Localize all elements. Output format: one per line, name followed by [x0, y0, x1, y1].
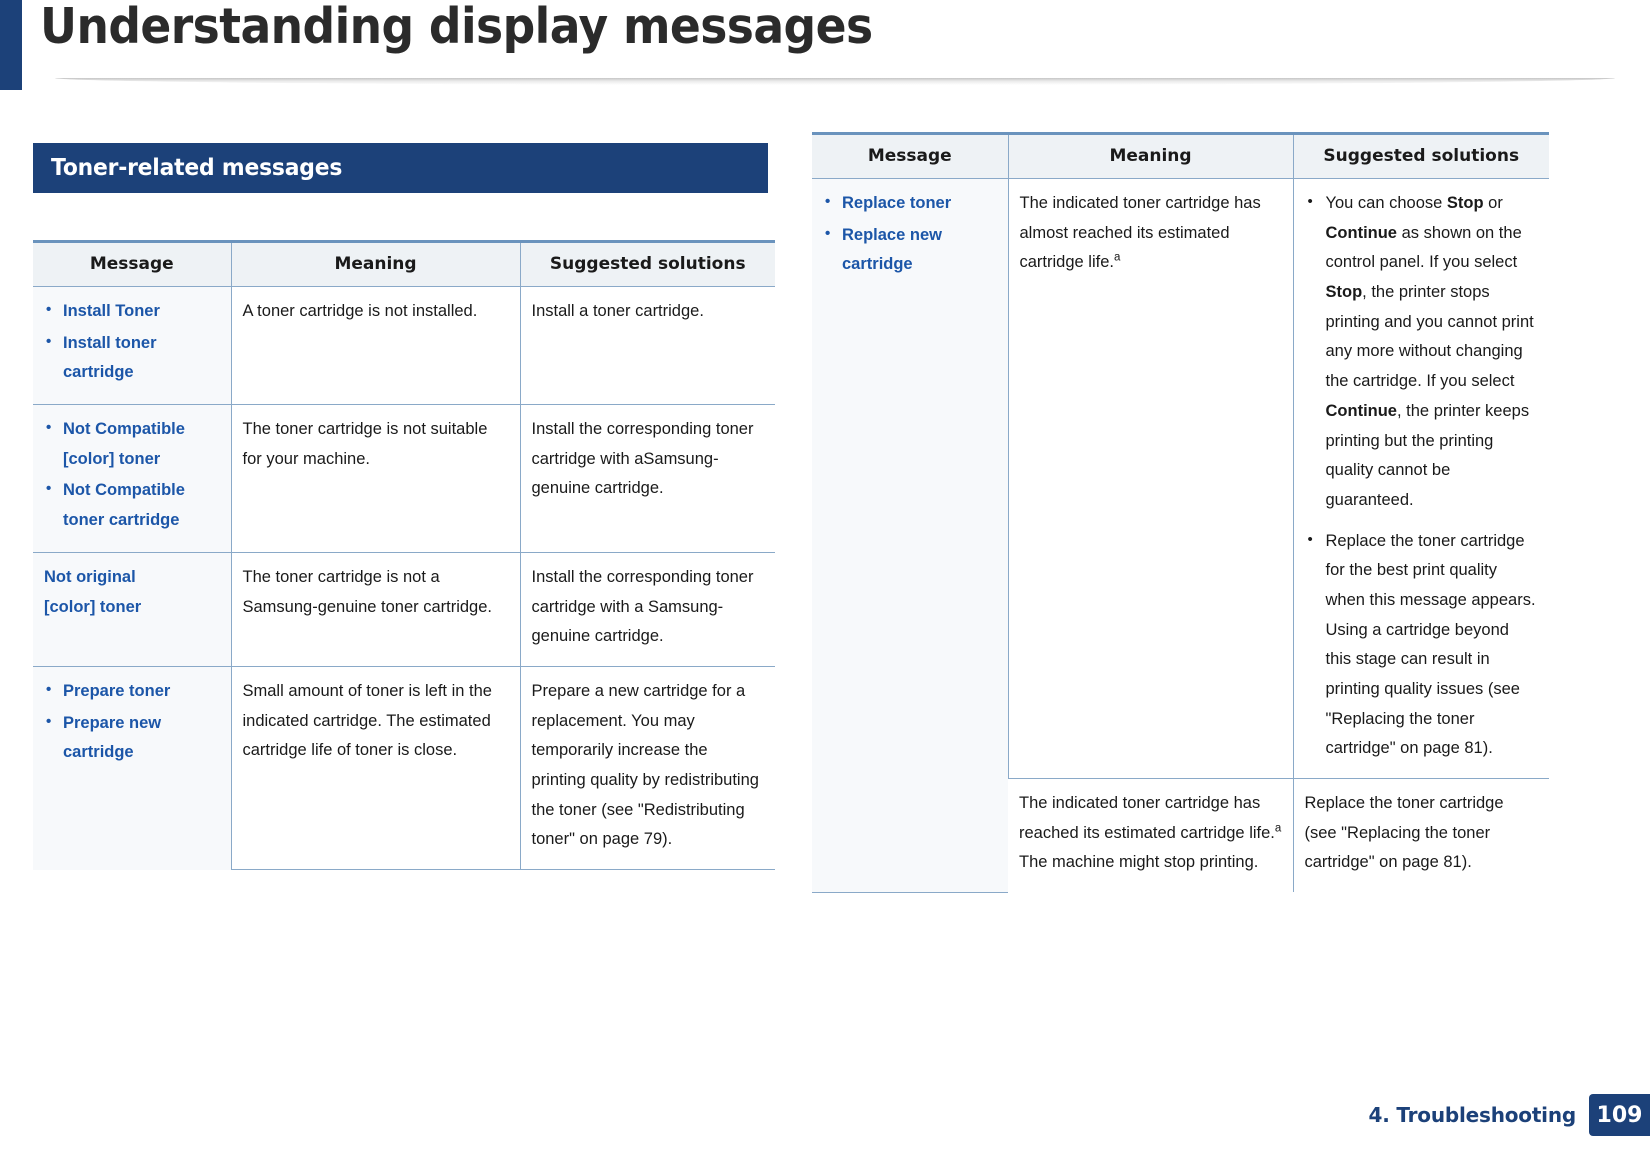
message-line: [color] toner: [44, 597, 142, 616]
footer-chapter-label: 4. Troubleshooting: [1368, 1103, 1577, 1127]
table-row: The indicated toner cartridge has reache…: [812, 778, 1549, 893]
message-list: Install Toner Install toner cartridge: [44, 296, 220, 388]
meaning-text-post: The machine might stop printing.: [1019, 853, 1259, 872]
table-row: Prepare toner Prepare new cartridge Smal…: [33, 666, 775, 871]
message-line: Not original: [44, 567, 136, 586]
column-header-meaning: Meaning: [1007, 132, 1293, 179]
text-run: or: [1483, 194, 1503, 212]
toner-messages-table-left: Message Meaning Suggested solutions Inst…: [33, 240, 775, 871]
message-cell: Replace toner Replace new cartridge: [812, 178, 1008, 893]
list-item: Prepare new cartridge: [44, 708, 220, 768]
footer-page-number: 109: [1589, 1094, 1650, 1136]
meaning-cell: The indicated toner cartridge has almost…: [1007, 178, 1293, 780]
list-item: Prepare toner: [44, 676, 220, 707]
solution-cell: You can choose Stop or Continue as shown…: [1292, 178, 1549, 780]
emphasis-stop: Stop: [1446, 194, 1484, 212]
text-run: , the printer keeps printing but the pri…: [1325, 401, 1530, 509]
message-cell: Not Compatible [color] toner Not Compati…: [33, 404, 231, 553]
meaning-text: The indicated toner cartridge has reache…: [1019, 794, 1275, 842]
meaning-cell: The toner cartridge is not a Samsung-gen…: [230, 552, 520, 667]
list-item: You can choose Stop or Continue as shown…: [1305, 188, 1539, 516]
meaning-cell: The toner cartridge is not suitable for …: [230, 404, 520, 553]
header-divider: [55, 78, 1615, 85]
column-header-suggested-solutions: Suggested solutions: [519, 240, 775, 287]
solution-cell: Install the corresponding toner cartridg…: [519, 404, 775, 553]
text-run: Replace the toner cartridge for the best…: [1325, 531, 1536, 758]
table-row: Not Compatible [color] toner Not Compati…: [33, 404, 775, 553]
column-header-meaning: Meaning: [230, 240, 520, 287]
meaning-text: The indicated toner cartridge has almost…: [1019, 194, 1261, 272]
footnote-marker: a: [1274, 822, 1282, 835]
meaning-cell: The indicated toner cartridge has reache…: [1008, 779, 1293, 893]
header-accent-bar: [0, 0, 22, 90]
list-item: Not Compatible toner cartridge: [44, 475, 220, 535]
meaning-cell: A toner cartridge is not installed.: [230, 286, 520, 406]
solution-cell: Replace the toner cartridge (see "Replac…: [1292, 778, 1549, 893]
text-run: , the printer stops printing and you can…: [1325, 283, 1534, 391]
emphasis-continue: Continue: [1325, 401, 1398, 420]
message-list: Replace toner Replace new cartridge: [823, 188, 997, 280]
list-item: Replace new cartridge: [823, 220, 997, 280]
message-cell: Prepare toner Prepare new cartridge: [33, 666, 231, 870]
message-cell: Install Toner Install toner cartridge: [33, 286, 231, 406]
emphasis-continue: Continue: [1325, 223, 1398, 242]
page-footer: 4. Troubleshooting 109: [1369, 1094, 1650, 1136]
solution-cell: Install the corresponding toner cartridg…: [519, 552, 775, 667]
message-list: Not Compatible [color] toner Not Compati…: [44, 414, 220, 536]
table-row: Replace toner Replace new cartridge The …: [812, 178, 1549, 893]
message-text: Not original [color] toner: [44, 563, 220, 622]
toner-messages-table-right: Message Meaning Suggested solutions Repl…: [812, 132, 1549, 893]
message-list: Prepare toner Prepare new cartridge: [44, 676, 220, 768]
table-header-row: Message Meaning Suggested solutions: [812, 132, 1549, 179]
emphasis-stop: Stop: [1325, 283, 1363, 302]
message-cell: Not original [color] toner: [33, 552, 231, 667]
list-item: Replace toner: [823, 188, 997, 219]
list-item: Replace the toner cartridge for the best…: [1305, 526, 1539, 765]
column-header-suggested-solutions: Suggested solutions: [1292, 132, 1549, 179]
meaning-cell: Small amount of toner is left in the ind…: [230, 666, 520, 871]
list-item: Install toner cartridge: [44, 328, 220, 388]
page-header: Understanding display messages: [0, 0, 1650, 92]
solution-list: You can choose Stop or Continue as shown…: [1305, 188, 1539, 765]
section-header-toner-related-messages: Toner-related messages: [33, 143, 768, 193]
table-header-row: Message Meaning Suggested solutions: [33, 240, 775, 287]
table-row: Not original [color] toner The toner car…: [33, 552, 775, 667]
list-item: Not Compatible [color] toner: [44, 414, 220, 474]
solution-cell: Prepare a new cartridge for a replacemen…: [519, 666, 775, 871]
left-column: Toner-related messages Message Meaning S…: [33, 132, 775, 871]
table-row: Install Toner Install toner cartridge A …: [33, 286, 775, 406]
text-run: You can choose: [1325, 194, 1447, 212]
column-header-message: Message: [812, 132, 1008, 179]
solution-cell: Install a toner cartridge.: [519, 286, 775, 406]
column-header-message: Message: [33, 240, 231, 287]
footnote-marker: a: [1113, 251, 1121, 264]
right-column: Message Meaning Suggested solutions Repl…: [812, 132, 1549, 893]
section-title: Toner-related messages: [51, 155, 343, 181]
text-run: as shown on the control panel. If you se…: [1325, 223, 1522, 272]
page-title: Understanding display messages: [40, 0, 873, 55]
list-item: Install Toner: [44, 296, 220, 327]
